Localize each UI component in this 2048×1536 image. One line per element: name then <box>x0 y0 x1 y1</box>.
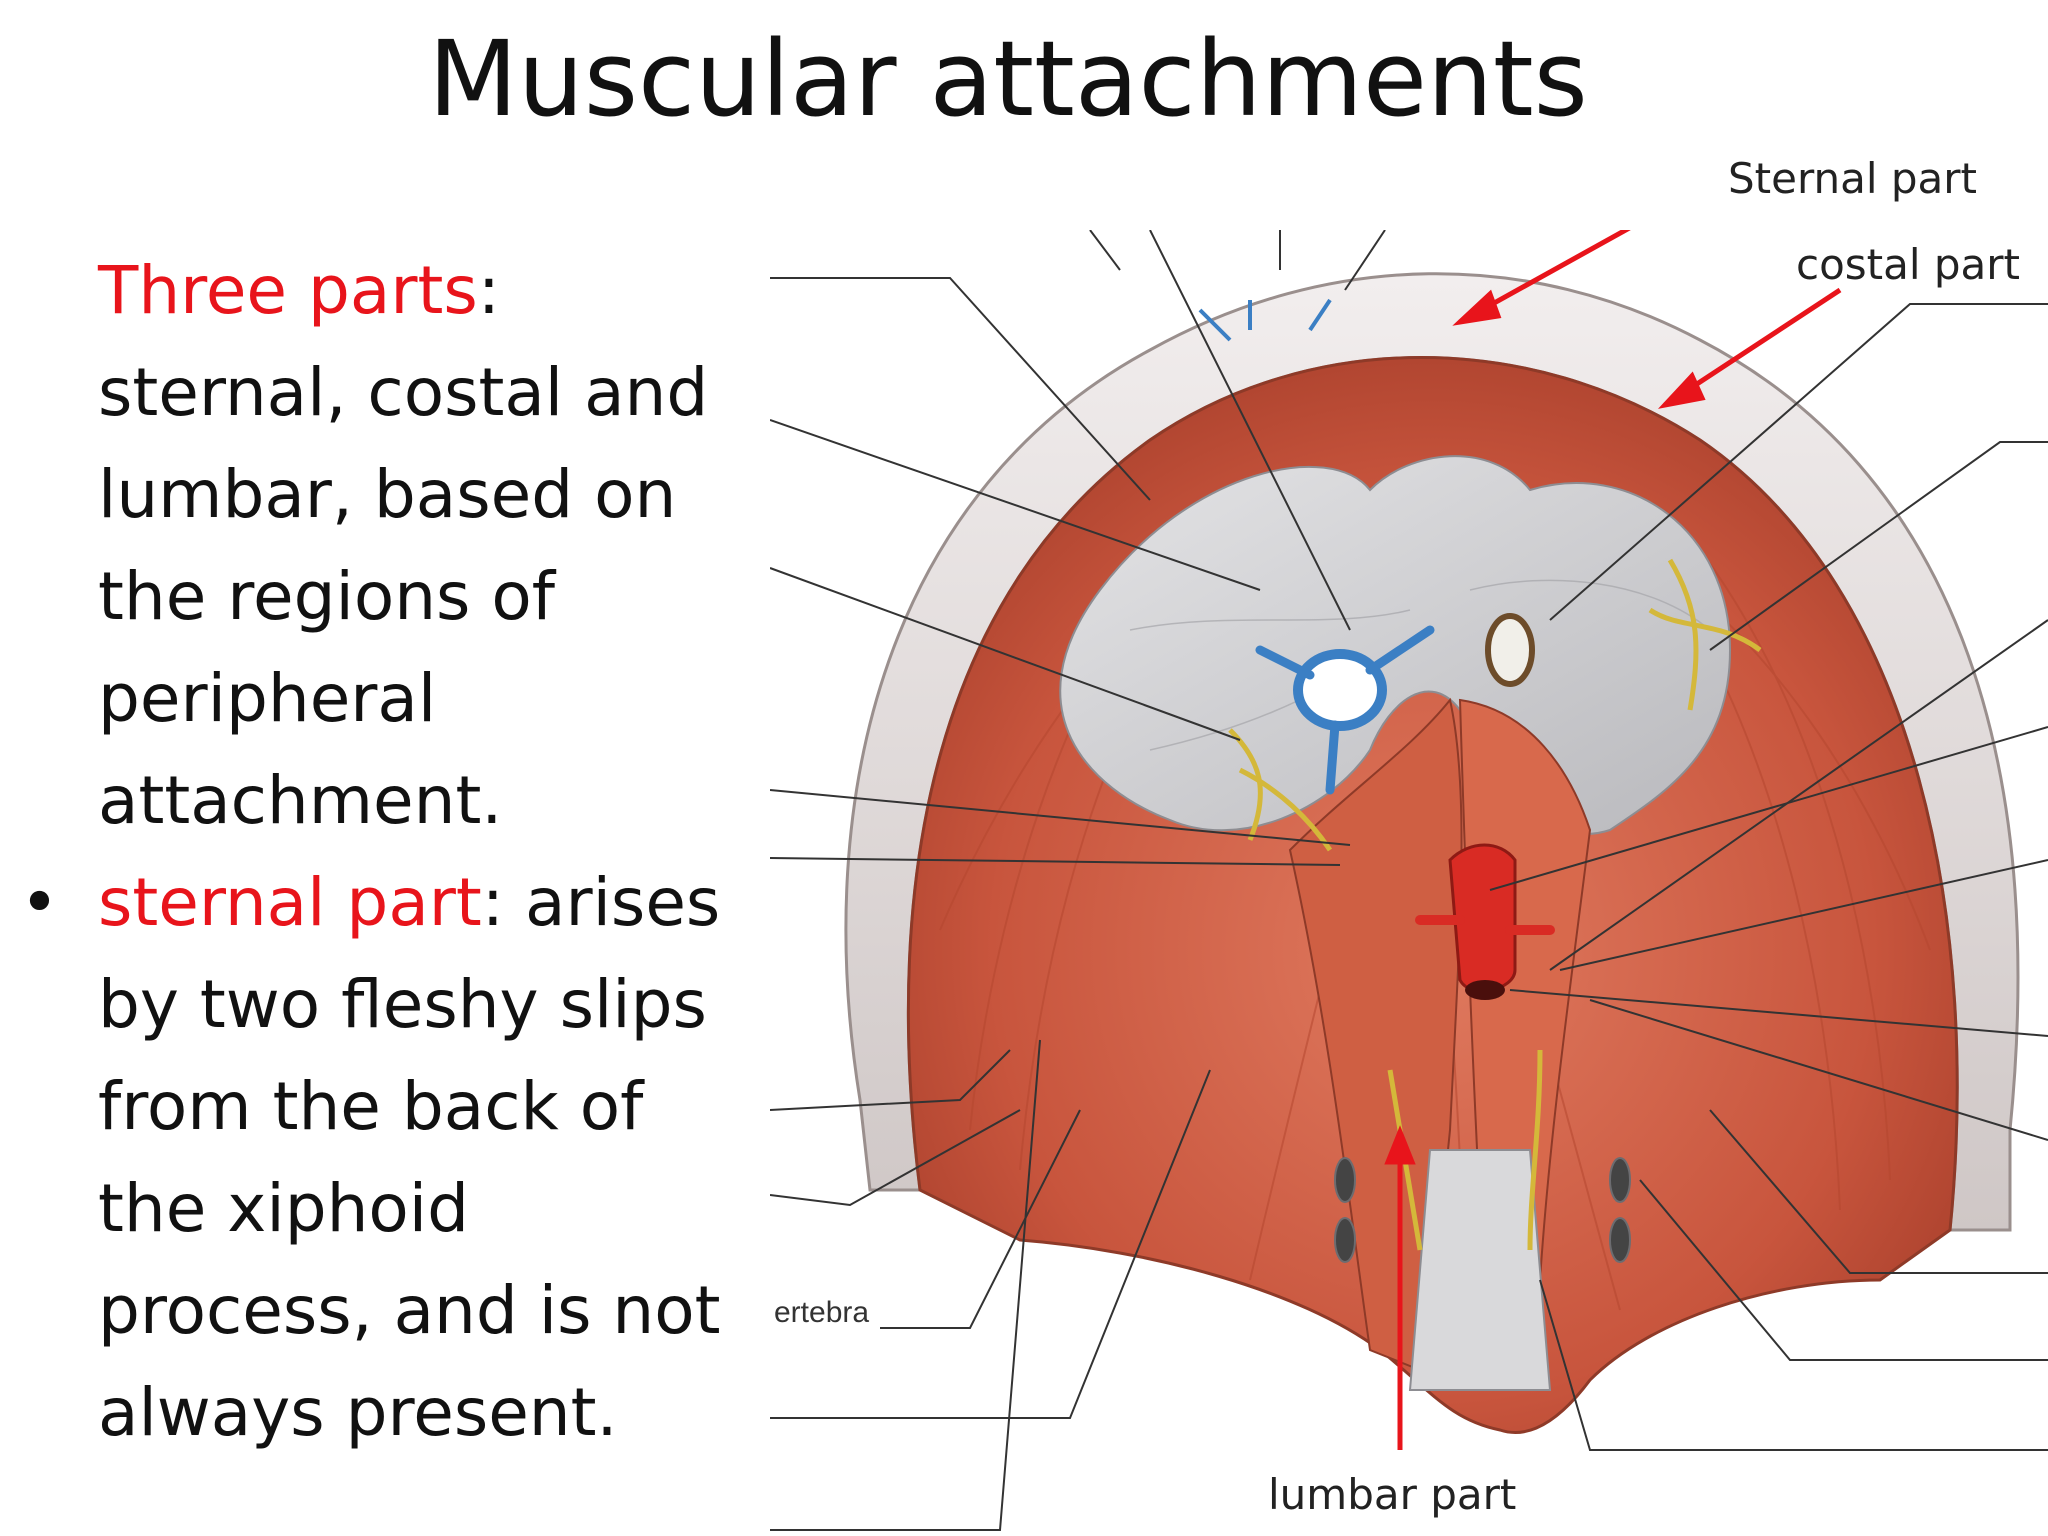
intervertebral-gaps <box>1334 1157 1631 1263</box>
right-crus <box>1288 697 1463 1372</box>
intro-paragraph: Three parts: sternal, costal and lumbar,… <box>98 240 758 852</box>
lumbar-part-label: lumbar part <box>1268 1470 1517 1519</box>
bullet-dot-icon: • <box>20 864 59 941</box>
vertebral-column <box>1408 1149 1552 1391</box>
slide-title: Muscular attachments <box>428 18 1588 140</box>
esophageal-opening <box>1485 613 1535 687</box>
sternal-part-label: Sternal part <box>1728 154 1978 203</box>
caval-opening <box>1293 649 1387 731</box>
diaphragm-illustration <box>770 230 2048 1531</box>
bullet-item-sternal: • sternal part: arises by two fleshy slip… <box>20 852 758 1464</box>
central-tendon <box>1059 455 1732 835</box>
three-parts-highlight: Three parts <box>98 252 478 329</box>
costal-part-label: costal part <box>1796 240 2021 289</box>
annotation-arrows <box>1384 230 1842 1450</box>
intro-text: : sternal, costal and lumbar, based on t… <box>98 252 709 839</box>
sternal-part-highlight: sternal part <box>98 864 482 941</box>
leader-lines <box>770 230 2048 1531</box>
bullet-text: : arises by two fleshy slips from the ba… <box>98 864 721 1451</box>
slide-body: Three parts: sternal, costal and lumbar,… <box>20 240 758 1464</box>
vertebra-label: ertebra <box>774 1296 870 1329</box>
